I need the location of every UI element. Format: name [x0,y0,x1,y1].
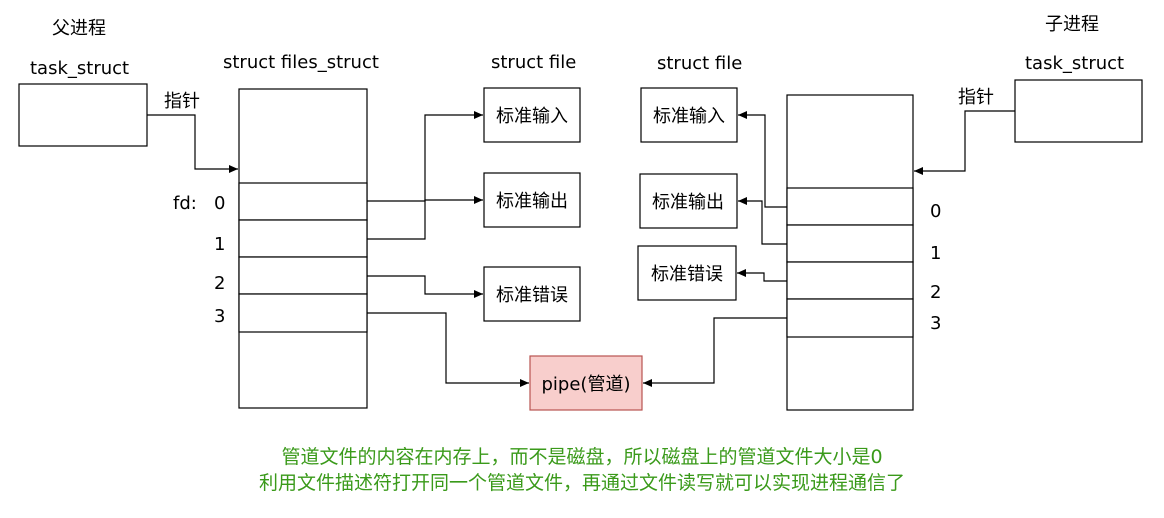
child-fd-number-1: 1 [930,243,941,264]
child-fd1-to-stdout-arrow [738,197,787,245]
parent-fd-slot-1 [238,219,368,258]
child-fd-slot-3 [786,298,914,338]
child-pointer-label: 指针 [958,87,994,108]
child-file-stdout [639,173,738,229]
child-fd3-to-pipe-arrow [643,317,787,387]
parent-process-title: 父进程 [52,18,106,39]
parent-fd3-to-pipe-arrow [367,312,529,387]
parent-files-struct-label: struct files_struct [223,52,379,73]
parent-pointer-arrow [147,114,238,173]
parent-fd-slot-2 [238,256,368,295]
parent-file-stderr-label: 标准错误 [496,285,568,306]
parent-file-stdin [483,87,581,143]
parent-fd-number-0: 0 [214,193,225,214]
pipe-label: pipe(管道) [542,374,631,395]
note-line-2: 利用文件描述符打开同一个管道文件，再通过文件读写就可以实现进程通信了 [259,472,905,494]
child-fd-number-3: 3 [930,313,941,334]
child-fd-slot-0 [786,187,914,226]
note-line-1: 管道文件的内容在内存上，而不是磁盘，所以磁盘上的管道文件大小是0 [281,446,882,468]
child-task-struct-box [1014,79,1143,143]
child-fd-number-2: 2 [930,282,941,303]
child-file-stdin [640,87,738,143]
parent-fd-number-3: 3 [214,306,225,327]
child-task-struct-label: task_struct [1025,53,1124,74]
child-pointer-arrow [914,110,1015,175]
parent-fd-number-2: 2 [214,273,225,294]
parent-file-stdout [483,172,581,228]
parent-fd0-to-stdin-arrow [367,111,483,202]
child-file-stderr [637,245,737,301]
child-fd0-to-stdin-arrow [738,111,787,208]
parent-fd1-to-stdout-arrow [367,196,483,240]
parent-fd-slot-3 [238,293,368,333]
parent-fd-number-1: 1 [214,234,225,255]
child-fd2-to-stderr-arrow [737,269,787,282]
child-process-title: 子进程 [1045,14,1099,35]
child-fd-slot-2 [786,261,914,300]
child-fd-slot-1 [786,224,914,263]
child-file-stdout-label: 标准输出 [652,192,724,213]
parent-pointer-label: 指针 [164,91,200,112]
parent-file-stdin-label: 标准输入 [496,106,568,127]
child-fd-number-0: 0 [930,201,941,222]
child-file-stderr-label: 标准错误 [651,264,723,285]
pipe-box [529,355,643,411]
parent-task-struct-box [18,83,148,147]
parent-file-stderr [483,266,581,322]
parent-fd-slot-0 [238,182,368,221]
parent-fd-prefix: fd: [173,193,197,214]
parent-task-struct-label: task_struct [30,58,129,79]
parent-fd2-to-stderr-arrow [367,275,483,298]
child-file-stdin-label: 标准输入 [653,106,725,127]
parent-file-stdout-label: 标准输出 [496,191,568,212]
child-struct-file-label: struct file [657,53,742,74]
parent-struct-file-label: struct file [491,52,576,73]
